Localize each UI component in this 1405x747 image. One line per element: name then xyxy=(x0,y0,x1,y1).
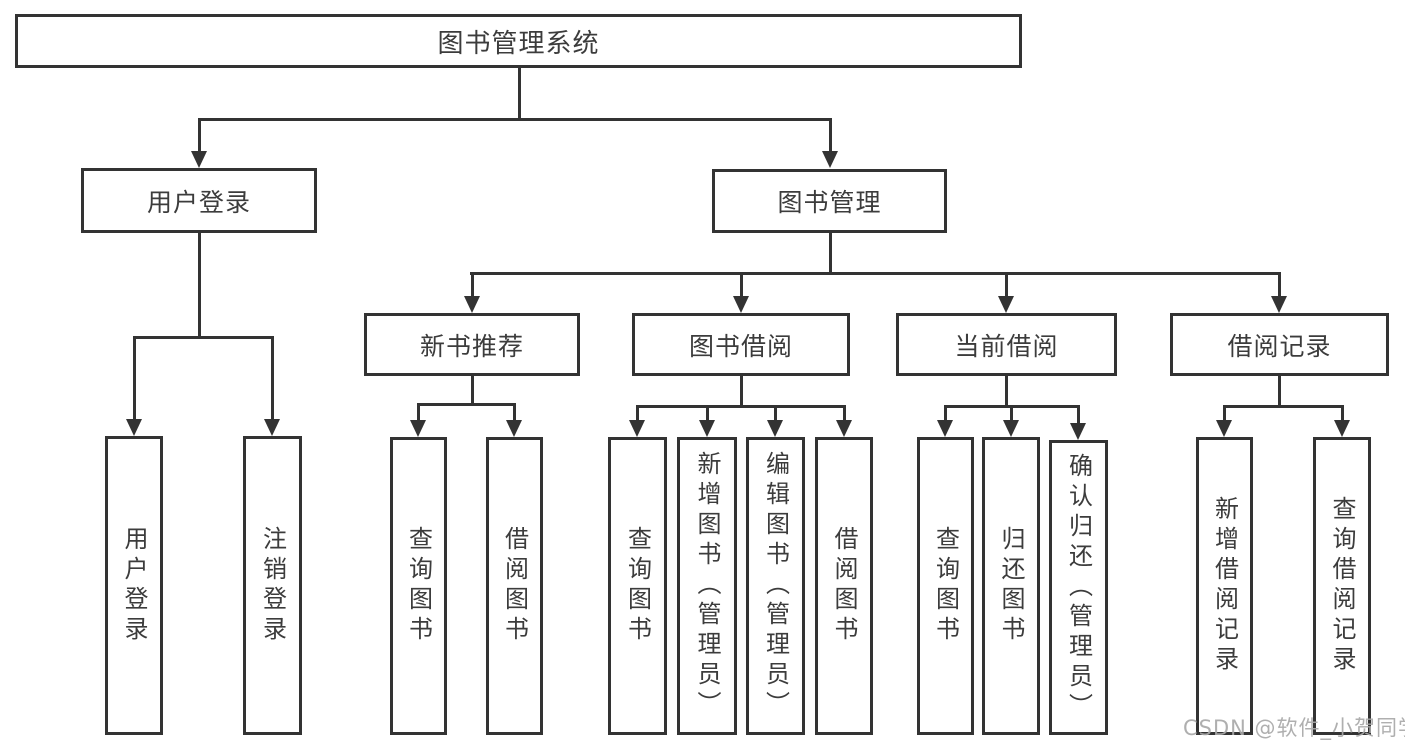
leaf-label: 借阅图书 xyxy=(500,526,529,646)
connector-branch-line xyxy=(470,272,1281,275)
connector-stem xyxy=(1277,376,1281,408)
connector-arrow-stem xyxy=(512,403,516,422)
leaf-label: 新增借阅记录 xyxy=(1210,496,1239,676)
arrowhead-icon xyxy=(1216,420,1232,437)
leaf-return-book: 归还图书 xyxy=(982,437,1040,735)
connector-branch-line xyxy=(198,118,831,121)
connector-arrow-stem xyxy=(270,336,274,421)
connector-stem xyxy=(739,376,743,408)
connector-arrow-stem xyxy=(1277,272,1281,298)
leaf-label: 编辑图书（管理员） xyxy=(761,451,790,721)
connector-stem xyxy=(197,233,201,339)
connector-arrow-stem xyxy=(635,405,639,422)
arrowhead-icon xyxy=(1070,423,1086,440)
leaf-add-book-admin: 新增图书（管理员） xyxy=(677,437,737,735)
arrowhead-icon xyxy=(629,420,645,437)
leaf-user-login: 用户登录 xyxy=(105,436,163,735)
node-book-borrow: 图书借阅 xyxy=(632,313,850,376)
connector-arrow-stem xyxy=(1009,405,1013,422)
arrowhead-icon xyxy=(937,420,953,437)
leaf-logout: 注销登录 xyxy=(243,436,302,735)
arrowhead-icon xyxy=(264,419,280,436)
watermark-text: CSDN @软件_小贺同学 xyxy=(1183,716,1405,740)
connector-arrow-stem xyxy=(197,118,201,153)
node-label: 图书借阅 xyxy=(688,331,793,361)
leaf-borrow-books-2: 借阅图书 xyxy=(815,437,873,735)
connector-branch-line xyxy=(133,336,274,339)
arrowhead-icon xyxy=(998,296,1014,313)
arrowhead-icon xyxy=(733,296,749,313)
connector-arrow-stem xyxy=(470,272,474,298)
arrowhead-icon xyxy=(506,420,522,437)
arrowhead-icon xyxy=(464,296,480,313)
node-label: 新书推荐 xyxy=(419,331,524,361)
arrowhead-icon xyxy=(767,420,783,437)
connector-arrow-stem xyxy=(842,405,846,422)
arrowhead-icon xyxy=(191,151,207,168)
arrowhead-icon xyxy=(1003,420,1019,437)
node-label: 当前借阅 xyxy=(954,331,1059,361)
connector-arrow-stem xyxy=(1340,405,1344,422)
connector-arrow-stem xyxy=(773,405,777,422)
node-user-login-branch: 用户登录 xyxy=(81,168,317,233)
leaf-label: 归还图书 xyxy=(997,526,1025,646)
leaf-query-books-3: 查询图书 xyxy=(917,437,974,735)
leaf-label: 注销登录 xyxy=(258,525,287,646)
leaf-query-books-2: 查询图书 xyxy=(608,437,667,735)
connector-arrow-stem xyxy=(705,405,709,422)
arrowhead-icon xyxy=(836,420,852,437)
connector-arrow-stem xyxy=(1076,405,1080,425)
node-root-label: 图书管理系统 xyxy=(437,28,600,59)
connector-arrow-stem xyxy=(828,118,832,153)
leaf-add-borrow-record: 新增借阅记录 xyxy=(1196,437,1253,735)
node-book-management: 图书管理 xyxy=(712,169,947,233)
leaf-label: 查询图书 xyxy=(931,526,960,646)
connector-arrow-stem xyxy=(1222,405,1226,422)
leaf-label: 用户登录 xyxy=(120,525,148,646)
arrowhead-icon xyxy=(126,419,142,436)
leaf-label: 确认归还（管理员） xyxy=(1064,452,1093,723)
connector-stem xyxy=(828,233,832,275)
node-new-book-recommend: 新书推荐 xyxy=(364,313,580,376)
leaf-confirm-return-admin: 确认归还（管理员） xyxy=(1049,440,1108,735)
node-label: 借阅记录 xyxy=(1227,331,1332,361)
connector-arrow-stem xyxy=(416,403,420,422)
node-label: 用户登录 xyxy=(146,187,251,217)
node-current-borrow: 当前借阅 xyxy=(896,313,1117,376)
node-borrow-records: 借阅记录 xyxy=(1170,313,1389,376)
connector-stem xyxy=(1004,376,1008,408)
leaf-label: 查询借阅记录 xyxy=(1328,496,1356,676)
connector-stem xyxy=(470,376,474,406)
node-label: 图书管理 xyxy=(777,188,882,217)
connector-arrow-stem xyxy=(132,336,136,421)
leaf-borrow-books-1: 借阅图书 xyxy=(486,437,543,735)
connector-arrow-stem xyxy=(739,272,743,298)
connector-stem xyxy=(517,68,521,120)
leaf-query-books-1: 查询图书 xyxy=(390,437,447,735)
arrowhead-icon xyxy=(822,151,838,168)
arrowhead-icon xyxy=(1271,296,1287,313)
arrowhead-icon xyxy=(1334,420,1350,437)
leaf-label: 借阅图书 xyxy=(830,526,858,646)
connector-arrow-stem xyxy=(1004,272,1008,298)
connector-arrow-stem xyxy=(943,405,947,422)
leaf-label: 查询图书 xyxy=(404,526,433,646)
node-root: 图书管理系统 xyxy=(15,14,1022,68)
leaf-label: 查询图书 xyxy=(623,526,652,646)
arrowhead-icon xyxy=(410,420,426,437)
connector-branch-line xyxy=(417,403,516,406)
leaf-query-borrow-record: 查询借阅记录 xyxy=(1313,437,1371,735)
connector-branch-line xyxy=(636,405,846,408)
leaf-label: 新增图书（管理员） xyxy=(693,451,721,721)
arrowhead-icon xyxy=(699,420,715,437)
leaf-edit-book-admin: 编辑图书（管理员） xyxy=(746,437,805,735)
connector-branch-line xyxy=(1223,405,1344,408)
